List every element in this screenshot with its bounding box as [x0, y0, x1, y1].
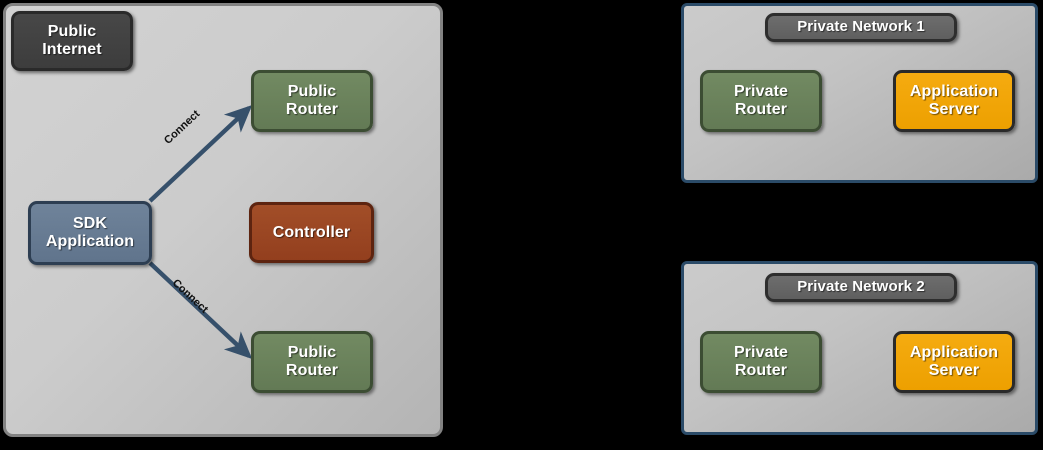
node-public-router-top-line1: Public: [287, 83, 337, 101]
node-sdk-application[interactable]: SDK Application: [28, 201, 152, 265]
node-private-router-1-label: Private Router: [734, 83, 788, 119]
node-public-router-top-line2: Router: [285, 101, 339, 118]
node-private-router-1-line1: Private: [733, 83, 789, 101]
node-public-router-bottom-line2: Router: [285, 362, 339, 379]
private-network-2-title-box: Private Network 2: [765, 273, 957, 302]
node-sdk-application-line1: SDK: [72, 215, 108, 233]
node-application-server-2-line2: Server: [928, 362, 980, 379]
node-public-router-bottom[interactable]: Public Router: [251, 331, 373, 393]
node-public-router-top[interactable]: Public Router: [251, 70, 373, 132]
node-public-router-top-label: Public Router: [286, 83, 338, 119]
node-controller-label: Controller: [272, 223, 351, 241]
node-private-router-2-line1: Private: [733, 344, 789, 362]
node-private-router-2-line2: Router: [734, 362, 788, 379]
node-private-router-1-line2: Router: [734, 101, 788, 118]
public-internet-label-box: Public Internet: [11, 11, 133, 71]
node-private-router-2[interactable]: Private Router: [700, 331, 822, 393]
node-sdk-application-line2: Application: [45, 233, 135, 250]
private-network-1-title: Private Network 1: [797, 18, 925, 36]
node-application-server-2-label: Application Server: [910, 344, 998, 380]
node-public-router-bottom-label: Public Router: [286, 344, 338, 380]
public-internet-label-line1: Public: [47, 23, 97, 41]
node-application-server-1[interactable]: Application Server: [893, 70, 1015, 132]
node-controller[interactable]: Controller: [249, 202, 374, 263]
node-public-router-bottom-line1: Public: [287, 344, 337, 362]
node-application-server-2-line1: Application: [909, 344, 999, 362]
node-private-router-2-label: Private Router: [734, 344, 788, 380]
node-private-router-1[interactable]: Private Router: [700, 70, 822, 132]
node-application-server-1-label: Application Server: [910, 83, 998, 119]
node-application-server-1-line1: Application: [909, 83, 999, 101]
node-application-server-2[interactable]: Application Server: [893, 331, 1015, 393]
private-network-2-title: Private Network 2: [797, 278, 925, 296]
private-network-1-title-box: Private Network 1: [765, 13, 957, 42]
public-internet-label-line2: Internet: [42, 41, 102, 58]
node-application-server-1-line2: Server: [928, 101, 980, 118]
public-internet-label: Public Internet: [42, 23, 101, 59]
node-sdk-application-label: SDK Application: [46, 215, 134, 251]
